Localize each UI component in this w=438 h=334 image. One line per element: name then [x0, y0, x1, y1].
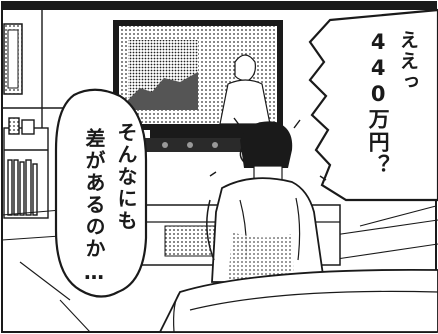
speech-bubble-right: [308, 8, 438, 202]
speech-left-line1: そんなにも: [114, 122, 138, 232]
wall-picture-frame: [3, 23, 23, 95]
speech-bubble-left: [54, 88, 148, 298]
tv-presenter-head: [234, 54, 256, 82]
speech-right-line2: 440万円？: [366, 30, 391, 177]
speech-right-line1: ええっ: [396, 30, 419, 93]
man-back-view: [206, 117, 327, 284]
top-border-band: [2, 2, 436, 10]
television: [113, 20, 283, 130]
tv-presenter-body: [219, 79, 271, 125]
left-bookshelf: [3, 117, 49, 219]
sofa-foreground: [158, 268, 438, 333]
speech-left-line2: 差があるのか…: [82, 128, 106, 286]
